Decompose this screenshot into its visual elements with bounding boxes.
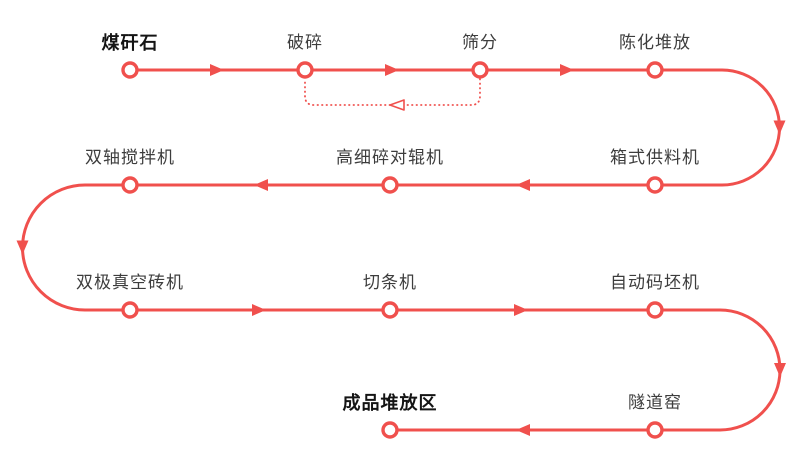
node-label-box-feeder: 箱式供料机 bbox=[610, 148, 700, 167]
node-marker-crushing bbox=[296, 61, 314, 79]
node-marker-screening bbox=[471, 61, 489, 79]
flow-arrow-left bbox=[516, 179, 530, 191]
flow-arrow-right bbox=[560, 64, 574, 76]
flow-arrow-down bbox=[774, 363, 786, 377]
node-label-finished-stockyard: 成品堆放区 bbox=[342, 393, 438, 413]
flow-arrow-down bbox=[773, 120, 786, 135]
node-marker-coal-gangue bbox=[121, 61, 139, 79]
node-marker-auto-setting-machine bbox=[646, 301, 664, 319]
node-label-tunnel-kiln: 隧道窑 bbox=[628, 393, 682, 412]
node-label-crushing: 破碎 bbox=[287, 33, 323, 52]
node-label-twin-shaft-mixer: 双轴搅拌机 bbox=[85, 148, 175, 167]
node-label-aging-stockpile: 陈化堆放 bbox=[619, 33, 691, 52]
flow-arrow-right bbox=[252, 304, 266, 316]
node-marker-fine-roller-crusher bbox=[381, 176, 399, 194]
recycle-arrow-left bbox=[389, 99, 405, 111]
flow-arrow-left bbox=[516, 424, 530, 436]
node-label-vacuum-brick-machine: 双极真空砖机 bbox=[76, 273, 184, 292]
node-marker-finished-stockyard bbox=[381, 421, 399, 439]
node-marker-tunnel-kiln bbox=[646, 421, 664, 439]
node-marker-aging-stockpile bbox=[646, 61, 664, 79]
flow-arrow-left bbox=[254, 179, 268, 191]
node-label-auto-setting-machine: 自动码坯机 bbox=[610, 273, 700, 292]
flow-arrow-right bbox=[514, 304, 528, 316]
node-marker-box-feeder bbox=[646, 176, 664, 194]
node-marker-vacuum-brick-machine bbox=[121, 301, 139, 319]
node-label-fine-roller-crusher: 高细碎对辊机 bbox=[336, 148, 444, 167]
flow-arrow-right bbox=[385, 64, 399, 76]
node-label-coal-gangue: 煤矸石 bbox=[101, 33, 159, 53]
node-label-strip-cutter: 切条机 bbox=[363, 273, 417, 292]
flow-arrow-right bbox=[210, 64, 224, 76]
node-label-screening: 筛分 bbox=[462, 33, 498, 52]
node-marker-twin-shaft-mixer bbox=[121, 176, 139, 194]
recycle-loop-path bbox=[304, 78, 481, 106]
node-marker-strip-cutter bbox=[381, 301, 399, 319]
flow-arrow-down bbox=[16, 240, 29, 255]
process-flow-path bbox=[21, 68, 782, 432]
